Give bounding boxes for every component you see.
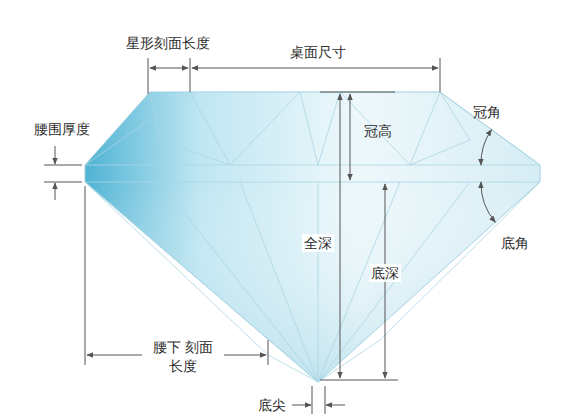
part-label: 底深: [369, 264, 401, 283]
dimension-lines: [44, 58, 495, 414]
part-label: 全深: [302, 234, 334, 253]
part-label: 桌面尺寸: [288, 43, 348, 62]
part-label: 冠高: [362, 122, 394, 141]
pavilion-shade: [85, 182, 540, 382]
part-label: 星形刻面长度: [124, 34, 212, 53]
part-label: 底角: [499, 234, 531, 253]
part-label: 底尖: [256, 396, 288, 415]
part-label: 腰围厚度: [32, 120, 92, 139]
facet-lines: [85, 92, 540, 382]
part-label: 冠角: [471, 103, 503, 122]
part-label: 腰下 刻面长度: [149, 338, 217, 376]
diamond-body: [85, 92, 540, 382]
